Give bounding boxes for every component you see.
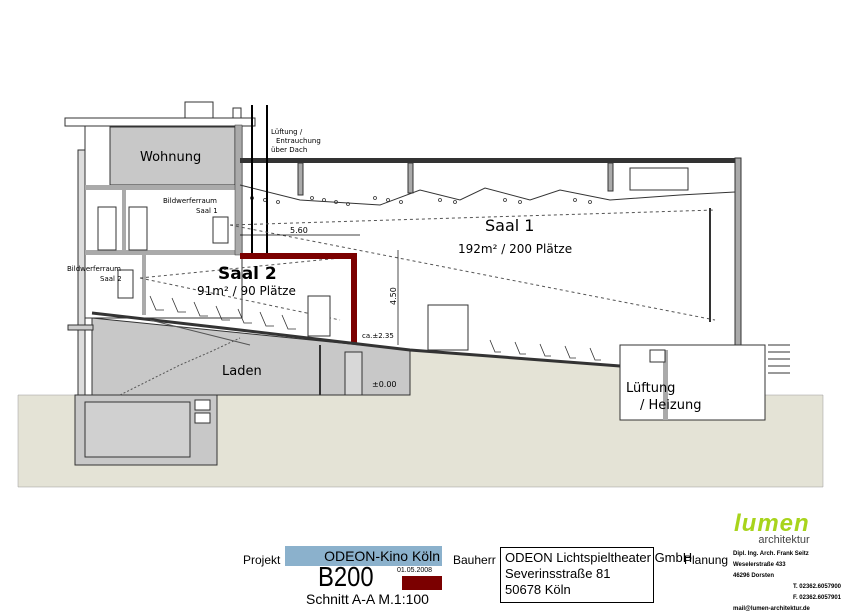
owner-name: ODEON Lichtspieltheater GmbH (505, 550, 693, 565)
plan-number: B200 (318, 561, 374, 592)
planner-city: 46296 Dorsten (733, 573, 775, 579)
label-laden: Laden (222, 364, 262, 379)
note-shaft-3: über Dach (271, 146, 307, 154)
label-projector2-saal: Saal 2 (100, 275, 122, 283)
planner-street: Weselerstraße 433 (733, 562, 786, 568)
wohnung-room (109, 126, 236, 186)
planner-name: Dipl. Ing. Arch. Frank Seitz (733, 551, 809, 557)
logo-word: lumen (734, 510, 810, 537)
planner-info: Dipl. Ing. Arch. Frank Seitz Weselerstra… (733, 549, 841, 615)
label-projector2: Bildwerferraum (67, 265, 121, 273)
lumen-logo: lumen architektur (734, 510, 810, 546)
owner-city: 50678 Köln (505, 582, 571, 597)
laden-area (91, 317, 411, 396)
label-heizung: / Heizung (640, 398, 701, 413)
label-projector1-saal: Saal 1 (196, 207, 218, 215)
label-saal1-info: 192m² / 200 Plätze (458, 242, 572, 256)
planner-mail: mail@lumen-architektur.de (733, 606, 810, 612)
color-swatch (402, 576, 442, 590)
label-lueftung: Lüftung (626, 381, 675, 396)
planner-fax: F. 02362.6057901 (792, 595, 841, 601)
section-scale: Schnitt A-A M.1:100 (306, 591, 429, 607)
right-wall (734, 157, 742, 349)
planner-phone: T. 02362.6057900 (792, 584, 841, 590)
owner-box: ODEON Lichtspieltheater GmbH Severinsstr… (500, 547, 693, 603)
label-saal2-info: 91m² / 90 Plätze (197, 284, 296, 298)
project-name: ODEON-Kino Köln (285, 546, 442, 566)
label-projector1: Bildwerferraum (163, 197, 217, 205)
dim-height: 4.50 (389, 287, 398, 305)
level-ground: ±0.00 (372, 380, 397, 389)
note-shaft-2: Entrauchung (276, 137, 321, 145)
sloped-floor (91, 311, 621, 368)
dim-width: 5.60 (290, 226, 308, 235)
label-wohnung: Wohnung (140, 150, 201, 165)
level-saal: ca.±2.35 (362, 332, 394, 340)
owner-label: Bauherr (453, 553, 496, 567)
plan-date: 01.05.2008 (397, 567, 433, 574)
owner-street: Severinsstraße 81 (505, 566, 611, 581)
lueftung-room (619, 344, 766, 421)
label-saal1: Saal 1 (485, 216, 534, 235)
logo-sub: architektur (758, 534, 810, 546)
note-shaft-1: Lüftung / (271, 128, 303, 136)
project-label: Projekt (243, 553, 281, 567)
planning-label: Planung (684, 553, 729, 567)
label-saal2: Saal 2 (218, 264, 277, 284)
